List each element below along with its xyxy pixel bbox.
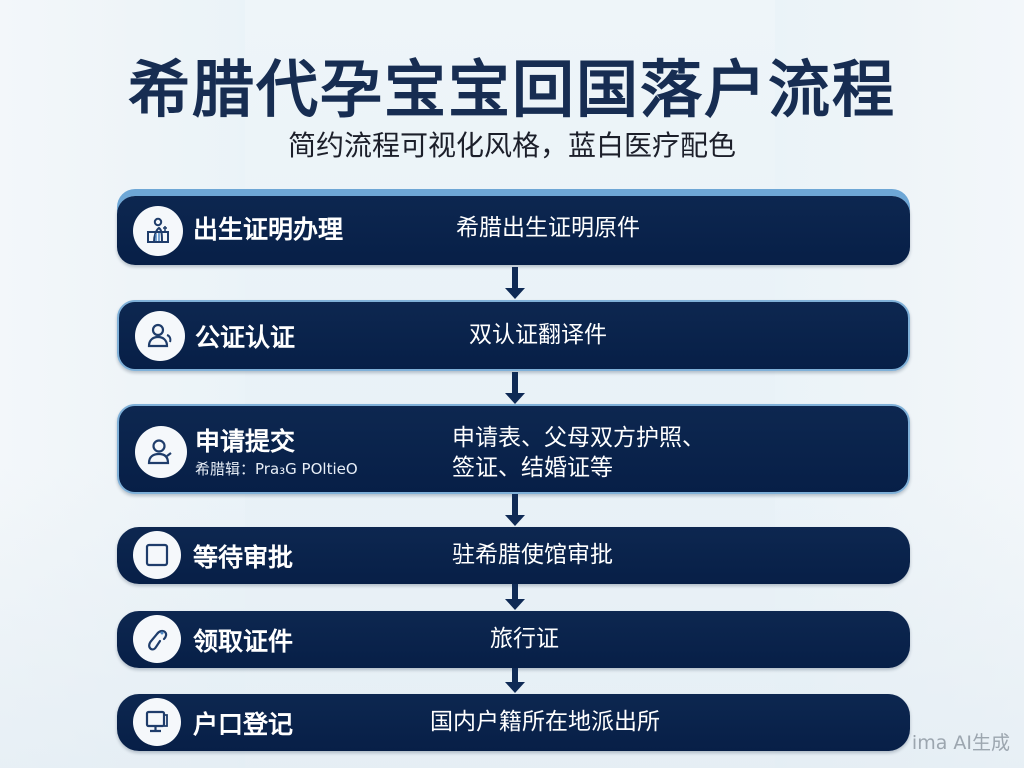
step-detail: 双认证翻译件	[469, 322, 607, 348]
step-detail-line: 申请表、父母双方护照、	[452, 425, 705, 451]
monitor-icon	[133, 698, 181, 746]
user-submit-icon	[135, 426, 187, 478]
step-birth-certificate: 出生证明办理 希腊出生证明原件	[117, 196, 910, 265]
flow-arrow	[505, 668, 525, 694]
user-certify-icon	[135, 311, 185, 361]
page-subtitle: 简约流程可视化风格，蓝白医疗配色	[287, 129, 736, 162]
step-await-approval: 等待审批 驻希腊使馆审批	[117, 527, 910, 584]
step-title: 户口登记	[193, 710, 294, 739]
flow-arrow	[505, 584, 525, 611]
birth-certificate-icon	[133, 206, 183, 256]
step-title: 出生证明办理	[193, 215, 344, 244]
step-notarization: 公证认证 双认证翻译件	[117, 300, 910, 371]
step-title: 领取证件	[193, 627, 294, 656]
step-title: 公证认证	[195, 323, 296, 352]
square-icon	[133, 531, 181, 579]
step-household-registration: 户口登记 国内户籍所在地派出所	[117, 694, 910, 751]
step-subtext: 希腊辑：Pra₃G POltieO	[195, 460, 358, 478]
link-icon	[133, 615, 181, 663]
step-detail: 旅行证	[490, 626, 559, 652]
step-detail: 驻希腊使馆审批	[452, 542, 613, 568]
step-collect-documents: 领取证件 旅行证	[117, 611, 910, 668]
page-title: 希腊代孕宝宝回国落户流程	[127, 53, 896, 126]
step-detail: 国内户籍所在地派出所	[430, 709, 660, 735]
step-detail: 希腊出生证明原件	[456, 215, 640, 241]
step-application-submit: 申请提交 希腊辑：Pra₃G POltieO 申请表、父母双方护照、 签证、结婚…	[117, 404, 910, 494]
flow-arrow	[505, 372, 525, 404]
watermark: ima AI生成	[911, 732, 1010, 754]
flow-arrow	[505, 494, 525, 526]
step-detail-line: 签证、结婚证等	[452, 455, 613, 481]
step-title: 等待审批	[193, 543, 294, 572]
step-title: 申请提交	[195, 427, 296, 456]
flow-arrow	[505, 267, 525, 299]
